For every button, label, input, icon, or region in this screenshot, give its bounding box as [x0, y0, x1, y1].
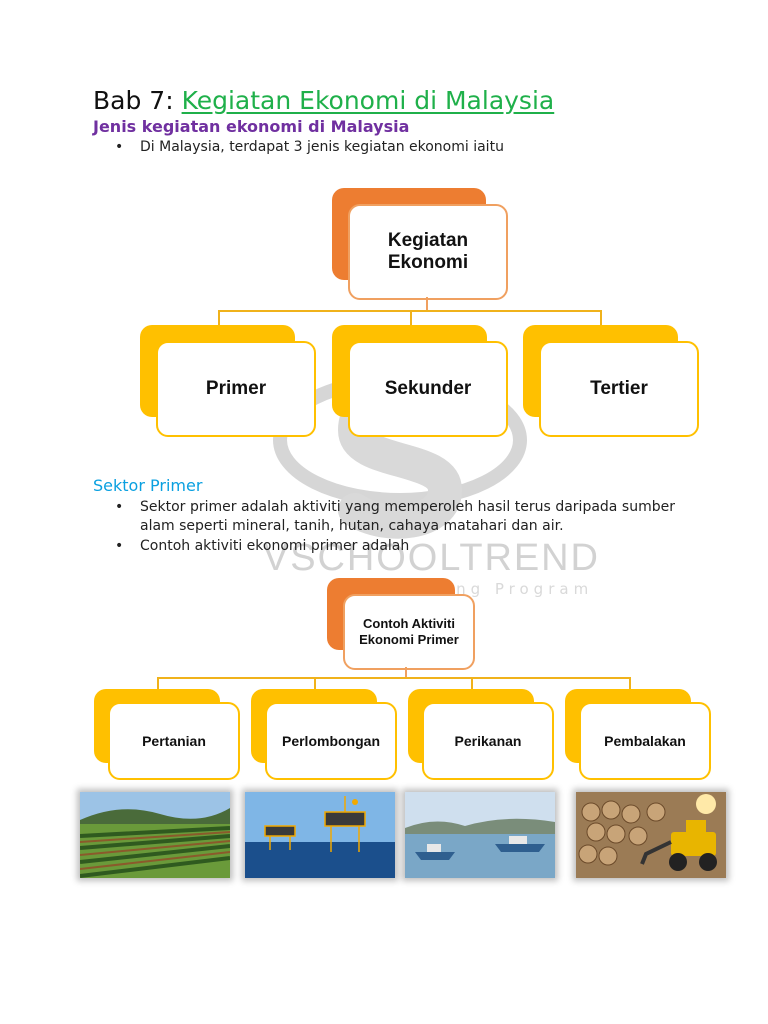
perikanan-box: Perikanan: [422, 702, 554, 780]
oil-rig-photo: [245, 792, 395, 878]
connector: [426, 297, 428, 310]
sekunder-label: Sekunder: [384, 378, 472, 399]
perlombongan-box: Perlombongan: [265, 702, 397, 780]
sekunder-box: Sekunder: [348, 341, 508, 437]
chapter-label: Bab 7:: [93, 86, 174, 115]
section-title: Sektor Primer: [93, 476, 203, 495]
connector: [157, 677, 631, 679]
farm-photo: [80, 792, 230, 878]
bullet-icon: •: [115, 538, 124, 554]
chapter-topic-link[interactable]: Kegiatan Ekonomi di Malaysia: [181, 86, 555, 115]
fishing-boats-photo: [405, 792, 555, 878]
subheading: Jenis kegiatan ekonomi di Malaysia: [93, 117, 410, 136]
bullet-icon: •: [115, 499, 124, 515]
perlombongan-label: Perlombongan: [281, 733, 380, 749]
primer-label: Primer: [205, 378, 267, 399]
connector: [405, 667, 407, 678]
pertanian-label: Pertanian: [142, 733, 206, 749]
perikanan-label: Perikanan: [454, 733, 522, 749]
example-root-box: Contoh Aktiviti Ekonomi Primer: [343, 594, 475, 670]
section-bullet-text: Contoh aktiviti ekonomi primer adalah: [140, 538, 410, 554]
section-bullet-text: Sektor primer adalah aktiviti yang mempe…: [140, 499, 675, 534]
primer-box: Primer: [156, 341, 316, 437]
section-bullet: • Contoh aktiviti ekonomi primer adalah: [115, 537, 410, 556]
pertanian-box: Pertanian: [108, 702, 240, 780]
logging-photo: [576, 792, 726, 878]
intro-bullet-text: Di Malaysia, terdapat 3 jenis kegiatan e…: [140, 139, 504, 155]
pembalakan-box: Pembalakan: [579, 702, 711, 780]
root-box: Kegiatan Ekonomi: [348, 204, 508, 300]
bullet-icon: •: [115, 139, 124, 155]
tertier-label: Tertier: [590, 378, 648, 399]
root-label: Kegiatan Ekonomi: [387, 230, 469, 273]
intro-bullet: • Di Malaysia, terdapat 3 jenis kegiatan…: [115, 138, 504, 157]
example-root-label: Contoh Aktiviti Ekonomi Primer: [359, 616, 459, 647]
page-title: Bab 7: Kegiatan Ekonomi di Malaysia: [93, 86, 554, 115]
section-bullet: • Sektor primer adalah aktiviti yang mem…: [115, 498, 675, 536]
tertier-box: Tertier: [539, 341, 699, 437]
pembalakan-label: Pembalakan: [604, 733, 686, 749]
